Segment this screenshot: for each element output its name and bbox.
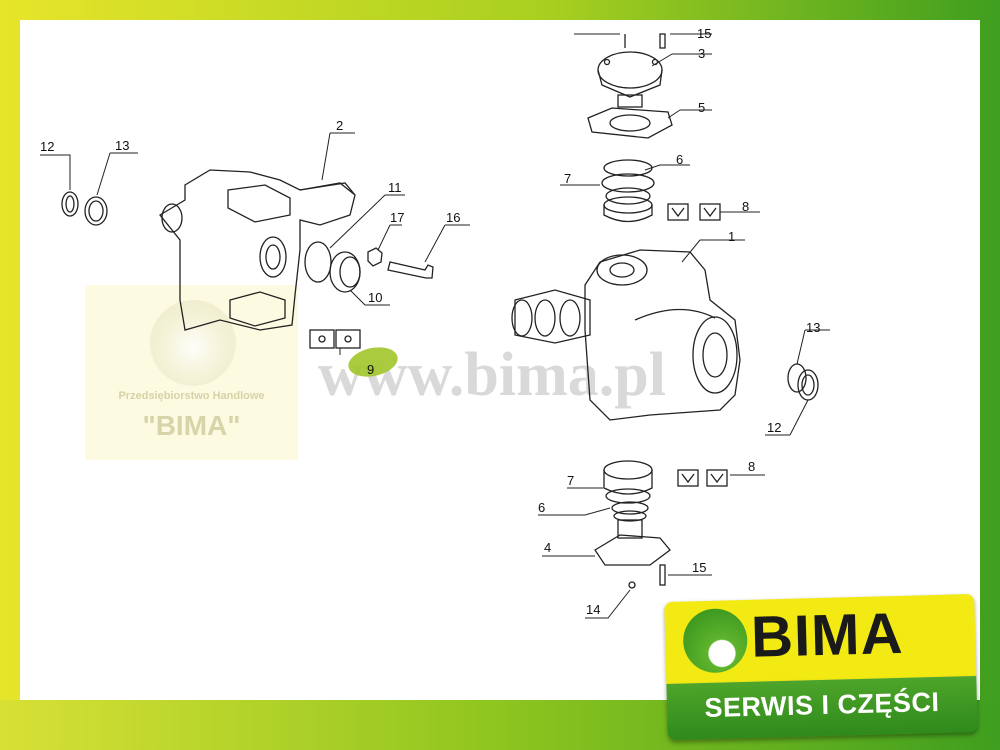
callout-6-top: 6 — [676, 152, 683, 167]
callout-16: 16 — [446, 210, 460, 225]
callout-7-top: 7 — [564, 171, 571, 186]
part-seal-12-left — [61, 191, 79, 217]
part-housing-1 — [584, 249, 741, 421]
callout-12-left: 12 — [40, 139, 54, 154]
part-ring-11 — [304, 241, 332, 283]
callout-5: 5 — [698, 100, 705, 115]
leader-lines — [40, 33, 830, 619]
callout-7-bottom: 7 — [567, 473, 574, 488]
watermark-company-line: Przedsiębiorstwo Handlowe — [118, 390, 265, 402]
callout-17: 17 — [390, 210, 404, 225]
part-set-8-top-b — [699, 203, 721, 221]
part-bearing-9-b — [335, 329, 361, 349]
part-set-8-bottom-b — [706, 469, 728, 487]
callout-3: 3 — [698, 46, 705, 61]
logo-title: BIMA — [750, 600, 905, 670]
part-set-8-top-a — [667, 203, 689, 221]
callout-8-bottom: 8 — [748, 459, 755, 474]
part-ring-13-left — [84, 196, 108, 226]
callout-15-top: 15 — [697, 26, 711, 41]
part-cover-4 — [594, 534, 671, 566]
callout-6-bottom: 6 — [538, 500, 545, 515]
highlight-item-9 — [348, 347, 398, 377]
callout-14: 14 — [586, 602, 600, 617]
callout-4: 4 — [544, 540, 551, 555]
callout-2: 2 — [336, 118, 343, 133]
part-bearing-7-bottom — [603, 460, 653, 480]
part-bolt-16 — [387, 261, 434, 279]
callout-8-top: 8 — [742, 199, 749, 214]
part-ring-6-bottom — [611, 501, 649, 515]
bima-logo[interactable]: BIMA SERWIS I CZĘŚCI — [664, 593, 978, 742]
watermark-company-name: "BIMA" — [142, 410, 241, 441]
callout-10: 10 — [368, 290, 382, 305]
part-bearing-7-top — [603, 205, 653, 223]
part-plug-14 — [628, 581, 636, 589]
part-set-8-bottom-a — [677, 469, 699, 487]
callout-13-right: 13 — [806, 320, 820, 335]
callout-15-bottom: 15 — [692, 560, 706, 575]
part-seal-10 — [329, 251, 361, 293]
part-gasket-5 — [587, 107, 673, 139]
part-nut-17 — [367, 247, 383, 267]
callout-9: 9 — [367, 362, 374, 377]
parts-drawing — [61, 33, 819, 589]
callout-1: 1 — [728, 229, 735, 244]
callout-12-right: 12 — [767, 420, 781, 435]
part-bearing-9-a — [309, 329, 335, 349]
watermark-ball-icon — [150, 300, 236, 386]
callout-labels: 12 13 2 11 17 16 10 9 15 3 5 6 7 8 1 13 … — [40, 26, 820, 617]
callout-13-left: 13 — [115, 138, 129, 153]
part-housing-2 — [159, 169, 356, 331]
part-cover-3 — [597, 51, 663, 89]
part-screw-15 — [659, 564, 666, 586]
callout-11: 11 — [388, 180, 402, 195]
